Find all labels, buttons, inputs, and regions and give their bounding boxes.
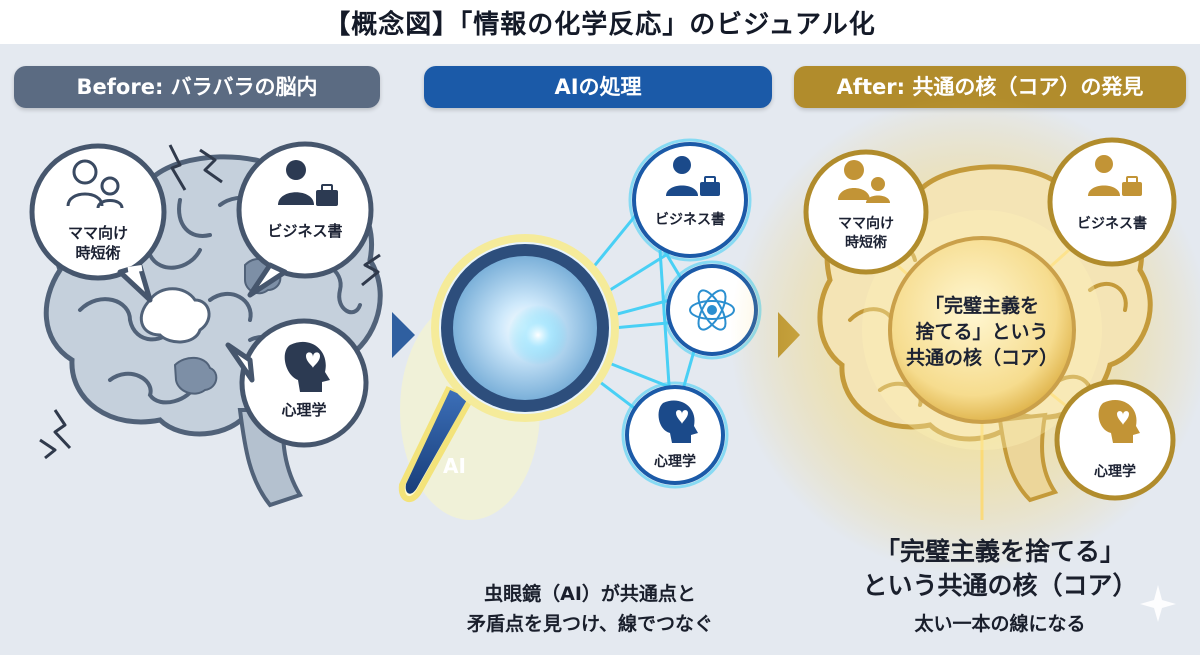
mother-child-icon bbox=[66, 159, 124, 209]
title-band bbox=[0, 0, 1200, 44]
ai-caption-line2: 矛盾点を見つけ、線でつなぐ bbox=[466, 613, 714, 635]
ai-caption-line1: 虫眼鏡（AI）が共通点と bbox=[484, 583, 696, 605]
head-heart-icon bbox=[658, 400, 698, 443]
briefcase-icon bbox=[1122, 176, 1142, 196]
ai-bubble-psychology: 心理学 bbox=[621, 381, 729, 489]
after-bubble-mama: ママ向け 時短術 bbox=[803, 149, 929, 275]
ai-psychology-label: 心理学 bbox=[654, 453, 696, 470]
before-header: Before: バラバラの脳内 bbox=[14, 66, 380, 108]
before-psychology-label: 心理学 bbox=[281, 401, 326, 419]
ai-bubble-business: ビジネス書 bbox=[628, 138, 752, 262]
after-business-label: ビジネス書 bbox=[1077, 215, 1147, 232]
businessman-icon bbox=[666, 156, 698, 196]
ai-panel: AI ビジネス書 bbox=[398, 138, 762, 520]
after-psychology-label: 心理学 bbox=[1094, 463, 1136, 480]
arrow-right-icon bbox=[392, 312, 415, 358]
after-mama-line1: ママ向け bbox=[838, 215, 894, 232]
head-heart-icon bbox=[284, 341, 330, 392]
lens-label: AI bbox=[443, 454, 466, 478]
after-caption-line2: という共通の核（コア） bbox=[862, 571, 1138, 600]
mother-child-icon bbox=[838, 160, 890, 203]
before-business-label: ビジネス書 bbox=[267, 222, 342, 240]
ai-header: AIの処理 bbox=[424, 66, 772, 108]
diagram-title: 【概念図】「情報の化学反応」のビジュアル化 bbox=[324, 10, 876, 40]
after-bubble-business: ビジネス書 bbox=[1047, 137, 1177, 267]
after-caption-line1: 「完璧主義を捨てる」 bbox=[874, 537, 1125, 566]
before-panel: ママ向け 時短術 ビジネス書 bbox=[29, 141, 383, 508]
after-core: 「完璧主義を 捨てる」という 共通の核（コア） bbox=[862, 210, 1102, 450]
before-mama-line2: 時短術 bbox=[75, 244, 120, 262]
after-mama-line2: 時短術 bbox=[845, 234, 887, 251]
after-panel: 「完璧主義を 捨てる」という 共通の核（コア） ママ向け 時短術 bbox=[730, 95, 1200, 622]
after-caption-line3: 太い一本の線になる bbox=[914, 613, 1086, 635]
bubble-psychology: 心理学 bbox=[225, 318, 369, 448]
bubble-business: ビジネス書 bbox=[236, 141, 374, 298]
core-line2: 捨てる」という bbox=[915, 320, 1048, 343]
lightning-icon bbox=[39, 144, 381, 460]
businessman-icon bbox=[1088, 155, 1120, 196]
before-mama-line1: ママ向け bbox=[68, 224, 128, 242]
core-line1: 「完璧主義を bbox=[925, 294, 1039, 317]
briefcase-icon bbox=[700, 176, 720, 196]
bubble-mama: ママ向け 時短術 bbox=[29, 143, 167, 303]
after-bubble-psychology: 心理学 bbox=[1054, 379, 1176, 501]
magnifier-icon: AI bbox=[398, 234, 619, 520]
core-line3: 共通の核（コア） bbox=[906, 346, 1058, 369]
atom-icon bbox=[689, 289, 735, 331]
ai-business-label: ビジネス書 bbox=[655, 211, 725, 228]
sparkle-icon bbox=[1140, 585, 1176, 622]
briefcase-icon bbox=[316, 184, 338, 206]
head-heart-icon bbox=[1098, 399, 1140, 443]
after-header: After: 共通の核（コア）の発見 bbox=[794, 66, 1186, 108]
businessman-icon bbox=[278, 160, 314, 205]
